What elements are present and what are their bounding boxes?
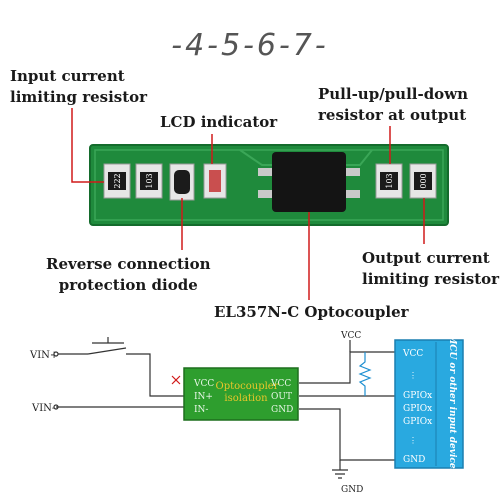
module-pin-in-plus: IN+	[194, 392, 213, 402]
reverse-protection-diode	[169, 163, 195, 201]
pullup-resistor-chip: 103	[375, 163, 403, 199]
reverse-diode-label-line1: Reverse connection	[46, 255, 211, 273]
input-resistor-label-line2: limiting resistor	[10, 88, 148, 106]
module-title-line2: isolation	[224, 393, 268, 404]
schematic-wires	[53, 337, 395, 479]
optocoupler-chip	[258, 152, 360, 212]
mcu-ellipsis-1: ⋮	[409, 371, 417, 380]
vcc-out-wire	[299, 351, 395, 384]
switch-to-in-plus-wire	[126, 353, 184, 397]
page-title: -4-5-6-7-	[171, 28, 329, 63]
input-resistor-chip: 222	[103, 163, 131, 199]
vin-plus-label: VIN+	[29, 350, 58, 361]
mcu-pin-vcc: VCC	[402, 349, 423, 359]
lcd-indicator-led	[203, 163, 227, 199]
module-pin-in-minus: IN-	[194, 405, 208, 415]
input-resistor-label-line1: Input current	[10, 67, 125, 85]
push-switch-actuator	[92, 337, 124, 344]
resistor-103-code: 103	[145, 173, 154, 188]
reverse-diode-label: Reverse connection protection diode	[46, 254, 211, 296]
reverse-diode-label-line2: protection diode	[58, 276, 198, 294]
optocoupler-label: EL357N-C Optocoupler	[214, 303, 409, 321]
pullup-resistor-label: Pull-up/pull-down resistor at output	[318, 84, 468, 126]
leader-lines	[71, 108, 425, 300]
mcu-pin-gpio-2: GPIOx	[403, 404, 432, 414]
gnd-wire	[299, 408, 395, 461]
pullup-label-line2: resistor at output	[318, 106, 467, 124]
module-pin-vcc-in: VCC	[193, 379, 214, 389]
module-title-line1: Optocoupler	[216, 381, 279, 392]
vin-minus-label: VIN-	[31, 403, 55, 414]
mcu-pin-gpio-1: GPIOx	[403, 391, 432, 401]
output-resistor-label-line2: limiting resistor	[362, 270, 500, 288]
resistor-103-chip: 103	[135, 163, 163, 199]
output-resistor-label-line1: Output current	[362, 249, 490, 267]
pullup-resistor-symbol	[358, 352, 372, 396]
mcu-pin-gnd: GND	[403, 455, 425, 465]
input-resistor-code: 222	[113, 173, 122, 188]
optocoupler-module-box	[183, 367, 299, 421]
module-pin-out: OUT	[271, 392, 292, 402]
ground-symbol	[332, 469, 348, 479]
mcu-ellipsis-2: ⋮	[409, 436, 417, 445]
mcu-pin-gpio-3: GPIOx	[403, 417, 432, 427]
module-pin-vcc-out: VCC	[270, 379, 291, 389]
output-resistor-label: Output current limiting resistor	[362, 248, 499, 290]
leader-input-resistor	[71, 108, 104, 183]
pullup-resistor-code: 103	[385, 173, 394, 188]
no-connect-mark	[171, 375, 181, 385]
mcu-box	[394, 339, 464, 469]
vcc-top-label: VCC	[340, 331, 361, 341]
lcd-indicator-label: LCD indicator	[160, 113, 278, 131]
mcu-side-label: MCU or other input devices	[447, 333, 457, 473]
input-resistor-label: Input current limiting resistor	[10, 66, 147, 108]
push-switch-contact	[87, 347, 127, 355]
pcb-edge-trace	[94, 149, 444, 221]
module-pin-gnd: GND	[271, 405, 293, 415]
output-resistor-code: 000	[419, 173, 428, 188]
pullup-label-line1: Pull-up/pull-down	[318, 85, 469, 103]
output-resistor-chip: 000	[409, 163, 437, 199]
gnd-bottom-label: GND	[341, 485, 363, 495]
